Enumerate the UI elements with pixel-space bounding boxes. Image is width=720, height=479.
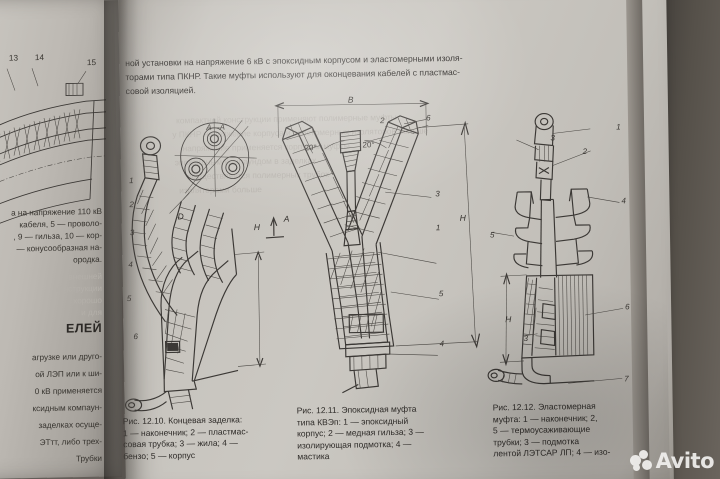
callout-7-fig3: 7 bbox=[624, 374, 629, 384]
callout-3-fig1: 3 bbox=[129, 228, 135, 238]
left-body-line-1: агрузке или друго- bbox=[32, 351, 102, 363]
avito-watermark-text: Avito bbox=[655, 449, 715, 473]
callout-3-fig2: 3 bbox=[435, 189, 440, 199]
left-figure-label-13: 13 bbox=[8, 53, 18, 63]
callout-4-fig1: 4 bbox=[128, 260, 133, 270]
left-figure-label-15: 15 bbox=[86, 58, 96, 68]
left-body-line-2: ой ЛЭП или к ши- bbox=[35, 368, 102, 380]
left-caption-line-3: , 9 — гильза, 10 — кор- bbox=[13, 230, 102, 242]
dimension-label-d-fig1: D bbox=[177, 211, 184, 222]
caption-12-10-line-4: бензо; 5 — корпус bbox=[123, 449, 196, 462]
right-text-line-3: совой изоляцией. bbox=[125, 85, 196, 97]
callout-2-fig3: 2 bbox=[582, 146, 588, 156]
left-body-line-3: 0 кВ применяется bbox=[34, 385, 102, 397]
dimension-label-h-fig1: Н bbox=[253, 222, 260, 233]
callout-1-fig3: 1 bbox=[616, 122, 621, 132]
avito-watermark: Avito bbox=[629, 449, 715, 473]
left-figure-label-14: 14 bbox=[34, 53, 44, 63]
left-page-figure-fragment bbox=[0, 68, 106, 234]
callout-3-fig3: 3 bbox=[550, 133, 555, 143]
callout-5-fig1: 5 bbox=[126, 294, 132, 304]
angle-label-left-fig2: 20° bbox=[304, 143, 317, 153]
callout-4-fig2: 4 bbox=[439, 339, 445, 349]
left-body-line-4: ксидным компаун- bbox=[32, 402, 102, 414]
callout-3b-fig3: 3 bbox=[523, 333, 529, 343]
left-caption-line-5: ородка. bbox=[73, 254, 102, 265]
left-body-line-6: ЭТтт, либо трех- bbox=[39, 436, 102, 448]
callout-6-fig1: 6 bbox=[133, 332, 139, 342]
open-book: 13 14 15 а на напряжение 110 кВ кабеля, … bbox=[0, 0, 674, 479]
caption-figure-12-10: Рис. 12.10. Концевая заделка: 1 — наконе… bbox=[123, 413, 300, 462]
left-caption-line-4: — конусообразная на- bbox=[16, 242, 102, 254]
left-page-heading: ЕЛЕЙ bbox=[65, 320, 102, 336]
section-label-a-a: А—А bbox=[206, 122, 225, 132]
callout-4-fig3: 4 bbox=[621, 196, 626, 206]
angle-label-right-fig2: 20° bbox=[362, 140, 375, 150]
avito-logo-icon bbox=[629, 450, 652, 472]
left-body-line-5: заделках осуще- bbox=[38, 419, 103, 431]
caption-figure-12-11: Рис. 12.11. Эпоксидная муфта типа КВЭп: … bbox=[297, 402, 494, 463]
callout-6-fig2: 6 bbox=[426, 113, 431, 123]
left-body-line-7: Трубки bbox=[75, 453, 102, 464]
figure-12-11-drawing bbox=[274, 100, 481, 394]
dimension-label-b-fig2: В bbox=[347, 94, 354, 105]
dimension-label-h-fig3: Н bbox=[505, 314, 512, 325]
left-caption-line-1: а на напряжение 110 кВ bbox=[11, 206, 102, 218]
callout-5-fig3: 5 bbox=[489, 230, 495, 240]
dimension-label-h-fig2: Н bbox=[459, 212, 466, 223]
callout-2-fig1: 2 bbox=[129, 200, 134, 210]
figure-12-12-drawing bbox=[487, 113, 624, 385]
callout-5-fig2: 5 bbox=[438, 289, 444, 299]
right-page-content: ной установки на напряжение 6 кВ с эпокс… bbox=[114, 0, 670, 479]
callout-1-fig2: 1 bbox=[435, 223, 441, 233]
left-caption-line-2: кабеля, 5 — проволо- bbox=[19, 218, 102, 230]
caption-12-11-line-5: мастика bbox=[297, 451, 330, 462]
callout-1-fig1: 1 bbox=[128, 176, 134, 186]
right-text-line-2: торами типа ПКНР. Такие муфты используют… bbox=[125, 66, 460, 83]
left-page-content: 13 14 15 а на напряжение 110 кВ кабеля, … bbox=[0, 0, 106, 479]
callout-6-fig3: 6 bbox=[625, 302, 630, 312]
callout-2-fig2: 2 bbox=[380, 116, 385, 126]
